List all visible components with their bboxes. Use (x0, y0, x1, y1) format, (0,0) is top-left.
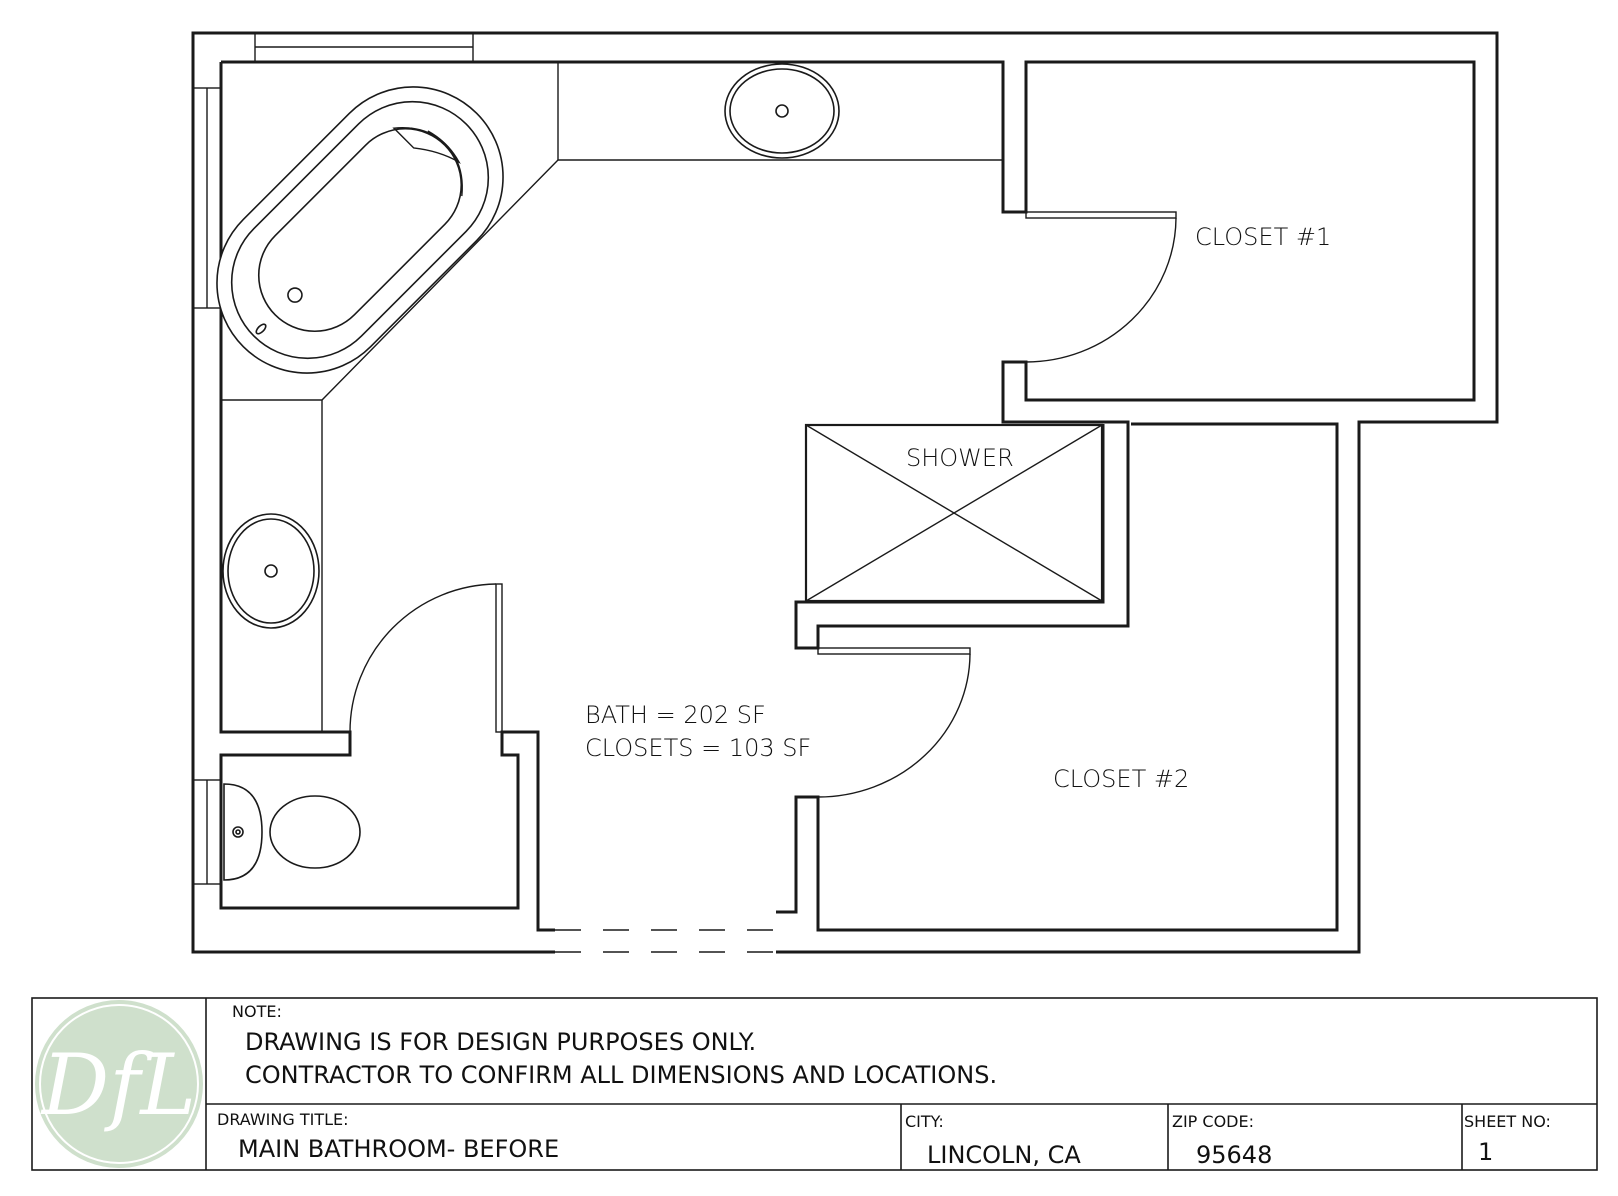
drawing-title-label: DRAWING TITLE: (217, 1110, 349, 1129)
title-block: DfL NOTE: DRAWING IS FOR DESIGN PURPOSES… (31, 997, 1598, 1171)
shower (804, 423, 1104, 603)
bath-area-label: BATH = 202 SF (585, 701, 766, 729)
closet1-label: CLOSET #1 (1195, 223, 1331, 251)
closets-area-label: CLOSETS = 103 SF (585, 734, 811, 762)
inner-wall-bath (221, 60, 1476, 650)
closet2-door-leaf (817, 647, 971, 655)
closet2-label: CLOSET #2 (1053, 765, 1189, 793)
sheet-value: 1 (1478, 1138, 1493, 1166)
closet1-door-leaf (1025, 211, 1177, 219)
note-line-2: CONTRACTOR TO CONFIRM ALL DIMENSIONS AND… (245, 1061, 997, 1089)
closet2-door-swing (817, 653, 971, 798)
note-label: NOTE: (232, 1002, 282, 1021)
fixtures (216, 63, 1104, 881)
drawing-title: MAIN BATHROOM- BEFORE (238, 1135, 559, 1163)
zip-label: ZIP CODE: (1172, 1112, 1254, 1131)
logo: DfL (35, 1000, 203, 1168)
city-label: CITY: (905, 1112, 944, 1131)
wc-door-leaf (495, 583, 503, 733)
toilet (223, 783, 361, 881)
closet1-door-swing (1025, 217, 1177, 363)
shower-label: SHOWER (906, 444, 1014, 472)
city-value: LINCOLN, CA (927, 1141, 1081, 1169)
zip-value: 95648 (1196, 1141, 1272, 1169)
wc-door-swing (349, 583, 497, 733)
cabinetry (221, 62, 1003, 732)
doors (349, 211, 1177, 798)
sheet-label: SHEET NO: (1464, 1112, 1551, 1131)
note-line-1: DRAWING IS FOR DESIGN PURPOSES ONLY. (245, 1028, 756, 1056)
logo-monogram: DfL (40, 1036, 196, 1134)
closet2-wall (776, 422, 1339, 932)
bathtub (216, 86, 504, 374)
